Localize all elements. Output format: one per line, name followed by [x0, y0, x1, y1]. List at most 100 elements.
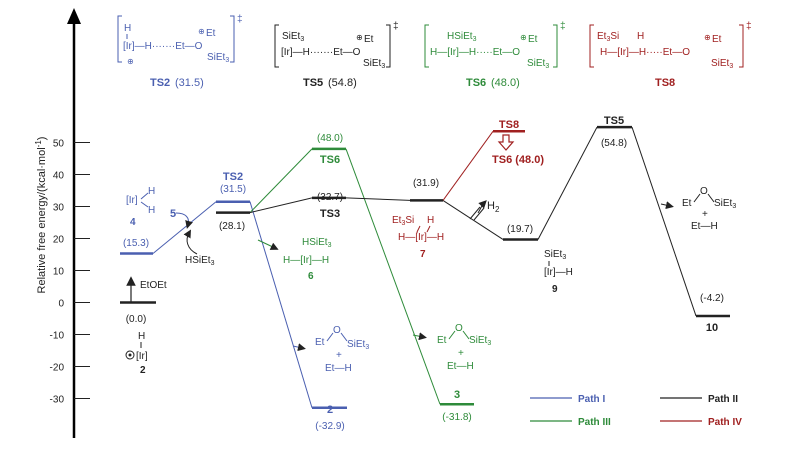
y-tick-label: 50	[53, 139, 65, 150]
svg-text:H: H	[138, 331, 145, 342]
y-axis-label: Relative free energy/(kcal·mol-1)	[34, 137, 49, 294]
svg-text:[Ir]—H·······Et—O: [Ir]—H·······Et—O	[123, 41, 203, 52]
ts8-structure: ‡ Et3Si H H—[Ir]—H·····Et—O ⊕ Et SiEt3 T…	[589, 21, 752, 89]
svg-text:H—[Ir]—H: H—[Ir]—H	[398, 232, 444, 243]
svg-text:[Ir]—H·······Et—O: [Ir]—H·······Et—O	[281, 47, 361, 58]
svg-text:‡: ‡	[237, 14, 243, 25]
y-axis-arrowhead	[67, 8, 81, 24]
svg-text:O: O	[700, 186, 708, 197]
energy-levels	[120, 125, 730, 410]
intermediate-5-arrow	[175, 212, 193, 229]
energy-label-ts3: (32.7)	[317, 192, 343, 203]
svg-text:SiEt3: SiEt3	[544, 249, 566, 261]
svg-text:H: H	[124, 23, 131, 34]
svg-text:Et—H: Et—H	[691, 221, 718, 232]
level-name-p3: 3	[454, 389, 460, 401]
connection-ts3-int_31	[345, 197, 411, 201]
ts2-structure-label: TS2	[150, 77, 170, 89]
svg-text:SiEt3: SiEt3	[207, 52, 229, 64]
connection-int_28-ts3	[249, 197, 313, 214]
hollow-down-arrow-icon	[497, 134, 515, 151]
ts2-structure: ‡ H [Ir]—H·······Et—O ⊕ Et SiEt3 ⊕ TS2 (…	[117, 14, 243, 89]
svg-text:SiEt3: SiEt3	[363, 58, 385, 70]
svg-text:⊕: ⊕	[520, 33, 527, 42]
level-name-ts3: TS3	[320, 208, 340, 220]
structure-7: Et3Si H H—[Ir]—H 7	[392, 215, 444, 260]
ts5-structure: ‡ SiEt3 [Ir]—H·······Et—O ⊕ Et SiEt3 TS5…	[274, 21, 399, 89]
connection-int_15-ts2	[152, 201, 217, 254]
svg-text:O: O	[333, 325, 341, 336]
connection-ts5-p10	[631, 126, 697, 317]
energy-label-p3: (-31.8)	[442, 412, 471, 423]
ts6-structure-label: TS6	[466, 77, 486, 89]
svg-text:Et—H: Et—H	[325, 363, 352, 374]
svg-text:SiEt3: SiEt3	[282, 31, 304, 43]
legend-label: Path II	[708, 394, 738, 405]
ts8-structure-label: TS8	[655, 77, 675, 89]
y-tick-label: 40	[53, 171, 65, 182]
ts8-note: TS6 (48.0)	[492, 154, 544, 166]
svg-text:⊕: ⊕	[127, 57, 134, 66]
hsiet3-arrow	[183, 229, 198, 255]
svg-text:6: 6	[308, 271, 314, 282]
svg-text:Et: Et	[364, 34, 374, 45]
svg-text:Et3Si: Et3Si	[597, 31, 619, 43]
energy-label-2: (0.0)	[126, 314, 147, 325]
svg-text:SiEt3: SiEt3	[711, 58, 733, 70]
svg-text:+: +	[702, 209, 708, 220]
break-mark	[469, 206, 485, 221]
connection-ts2-p2	[249, 201, 313, 408]
compound-5-label: 5	[170, 208, 176, 220]
svg-text:O: O	[455, 323, 463, 334]
connections	[152, 126, 697, 408]
svg-text:7: 7	[420, 249, 426, 260]
svg-text:HSiEt3: HSiEt3	[447, 31, 477, 43]
svg-text:Et: Et	[206, 28, 216, 39]
path-to-6-arrow	[257, 239, 279, 250]
svg-text:2: 2	[140, 365, 146, 376]
svg-text:Et: Et	[437, 335, 447, 346]
svg-text:SiEt3: SiEt3	[469, 335, 491, 347]
ts6-structure: ‡ HSiEt3 H—[Ir]—H·····Et—O ⊕ Et SiEt3 TS…	[424, 21, 566, 89]
connection-int_28-ts6	[249, 148, 313, 213]
legend-label: Path IV	[708, 417, 742, 428]
svg-text:⊕: ⊕	[356, 33, 363, 42]
energy-label-int_28: (28.1)	[219, 221, 245, 232]
svg-text:H: H	[148, 186, 155, 197]
energy-label-ts6: (48.0)	[317, 133, 343, 144]
level-name-ts2: TS2	[223, 171, 243, 183]
structure-2: H [Ir] 2	[125, 331, 148, 376]
connection-ts6-p3	[345, 148, 441, 405]
svg-text:[Ir]—H: [Ir]—H	[544, 267, 573, 278]
y-tick-label: -10	[50, 331, 65, 342]
svg-text:⊕: ⊕	[198, 27, 205, 36]
svg-text:Et: Et	[528, 34, 538, 45]
svg-text:H—[Ir]—H·····Et—O: H—[Ir]—H·····Et—O	[600, 47, 690, 58]
level-name-p2: 2	[327, 404, 333, 416]
svg-text:[Ir]: [Ir]	[126, 195, 138, 206]
svg-text:Et: Et	[315, 337, 325, 348]
svg-text:H: H	[637, 31, 644, 42]
energy-label-ts5: (54.8)	[601, 138, 627, 149]
energy-label-int_15: (15.3)	[123, 238, 149, 249]
structure-9: SiEt3 [Ir]—H 9	[544, 249, 573, 295]
energy-labels: (0.0)(15.3)(31.5)(28.1)(48.0)(32.7)(31.9…	[123, 133, 724, 432]
energy-label-int_19: (19.7)	[507, 224, 533, 235]
svg-text:H: H	[148, 205, 155, 216]
svg-text:H: H	[427, 215, 434, 226]
svg-text:+: +	[458, 348, 464, 359]
structure-6: HSiEt3 H—[Ir]—H 6	[283, 237, 332, 282]
legend-label: Path III	[578, 417, 611, 428]
ts5-structure-energy: (54.8)	[328, 77, 357, 89]
legend-label: Path I	[578, 394, 605, 405]
energy-label-int_31: (31.9)	[413, 178, 439, 189]
energy-label-p2: (-32.9)	[315, 421, 344, 432]
hsiet3-label: HSiEt3	[185, 255, 215, 267]
y-tick-label: -30	[50, 395, 65, 406]
svg-text:‡: ‡	[560, 21, 566, 32]
product-blue: Et O SiEt3 + Et—H	[315, 325, 369, 374]
connection-int_19-ts5	[537, 126, 598, 240]
svg-text:H—[Ir]—H·····Et—O: H—[Ir]—H·····Et—O	[430, 47, 520, 58]
